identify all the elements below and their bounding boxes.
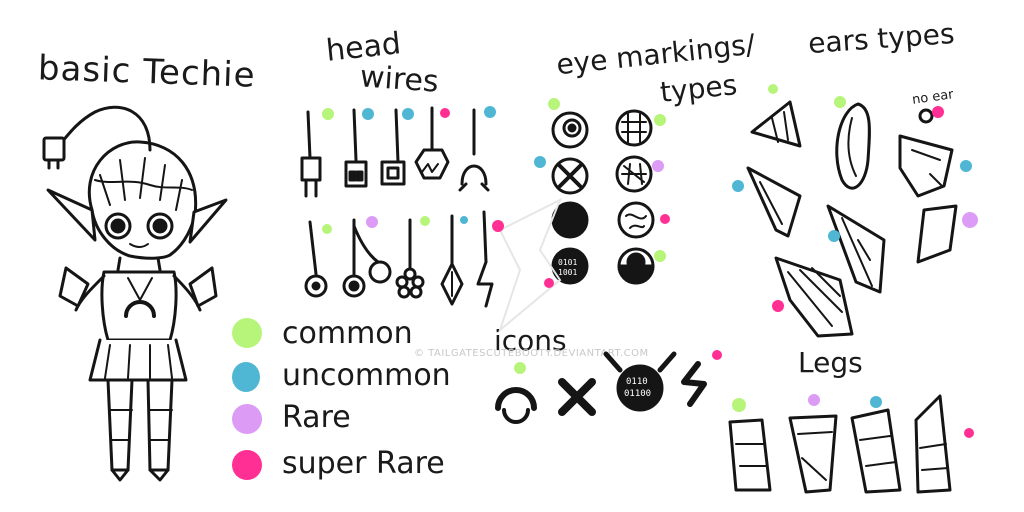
legend-dot-super-rare [232,450,262,480]
legend-label-uncommon: uncommon [282,358,451,393]
rarity-dot [514,362,526,374]
eye-markings [551,109,655,285]
rarity-dot [654,250,666,262]
rarity-dot [932,106,944,118]
rarity-dot [420,216,430,226]
rarity-dot [732,180,744,192]
rarity-dot [834,96,846,108]
rarity-dot [654,114,666,126]
rarity-dot [960,160,972,172]
eye-binary-text-1: 0101 [558,258,577,267]
rarity-dot [660,214,670,224]
rarity-dot [712,350,722,360]
rarity-dot [772,300,784,312]
icon-binary-text-2: 01100 [624,389,651,399]
legend-dot-rare [232,404,262,434]
eye-binary-text-2: 1001 [558,268,577,277]
techie-character [42,105,228,482]
legend-dot-uncommon [232,362,260,392]
rarity-dot [828,230,840,242]
legend-label-super-rare: super Rare [282,446,445,481]
rarity-dot [460,216,468,224]
watermark-logo [497,197,562,334]
rarity-dot [652,160,664,172]
rarity-dot [964,428,974,438]
rarity-dot [322,224,332,234]
rarity-dot [534,156,546,168]
rarity-dot [402,108,414,120]
head-wires-row-1 [300,106,490,198]
legs-heading: Legs [798,346,863,379]
legend-dot-common [232,318,262,348]
rarity-dot [440,108,450,118]
icon-binary-text-1: 0110 [626,377,648,387]
icons-heading: icons [494,324,567,357]
rarity-dot [768,84,778,94]
watermark: © TAILGATESCUTEBOOTY.DEVIANTART.COM [414,348,649,359]
rarity-dot [808,394,820,406]
legend-label-common: common [282,316,413,351]
legend-label-rare: Rare [282,400,351,435]
icons-row [495,351,707,424]
rarity-dot [870,396,882,408]
rarity-dot [492,220,504,232]
rarity-dot [962,212,978,228]
ear-types [746,100,958,338]
rarity-dot [548,98,560,110]
head-wires-row-2 [304,210,494,308]
legs-row [728,394,952,494]
rarity-dot [732,398,746,412]
rarity-dot [544,278,554,288]
rarity-dot [366,216,378,228]
rarity-dot [484,106,496,118]
rarity-dot [322,108,334,120]
rarity-dot [362,108,374,120]
